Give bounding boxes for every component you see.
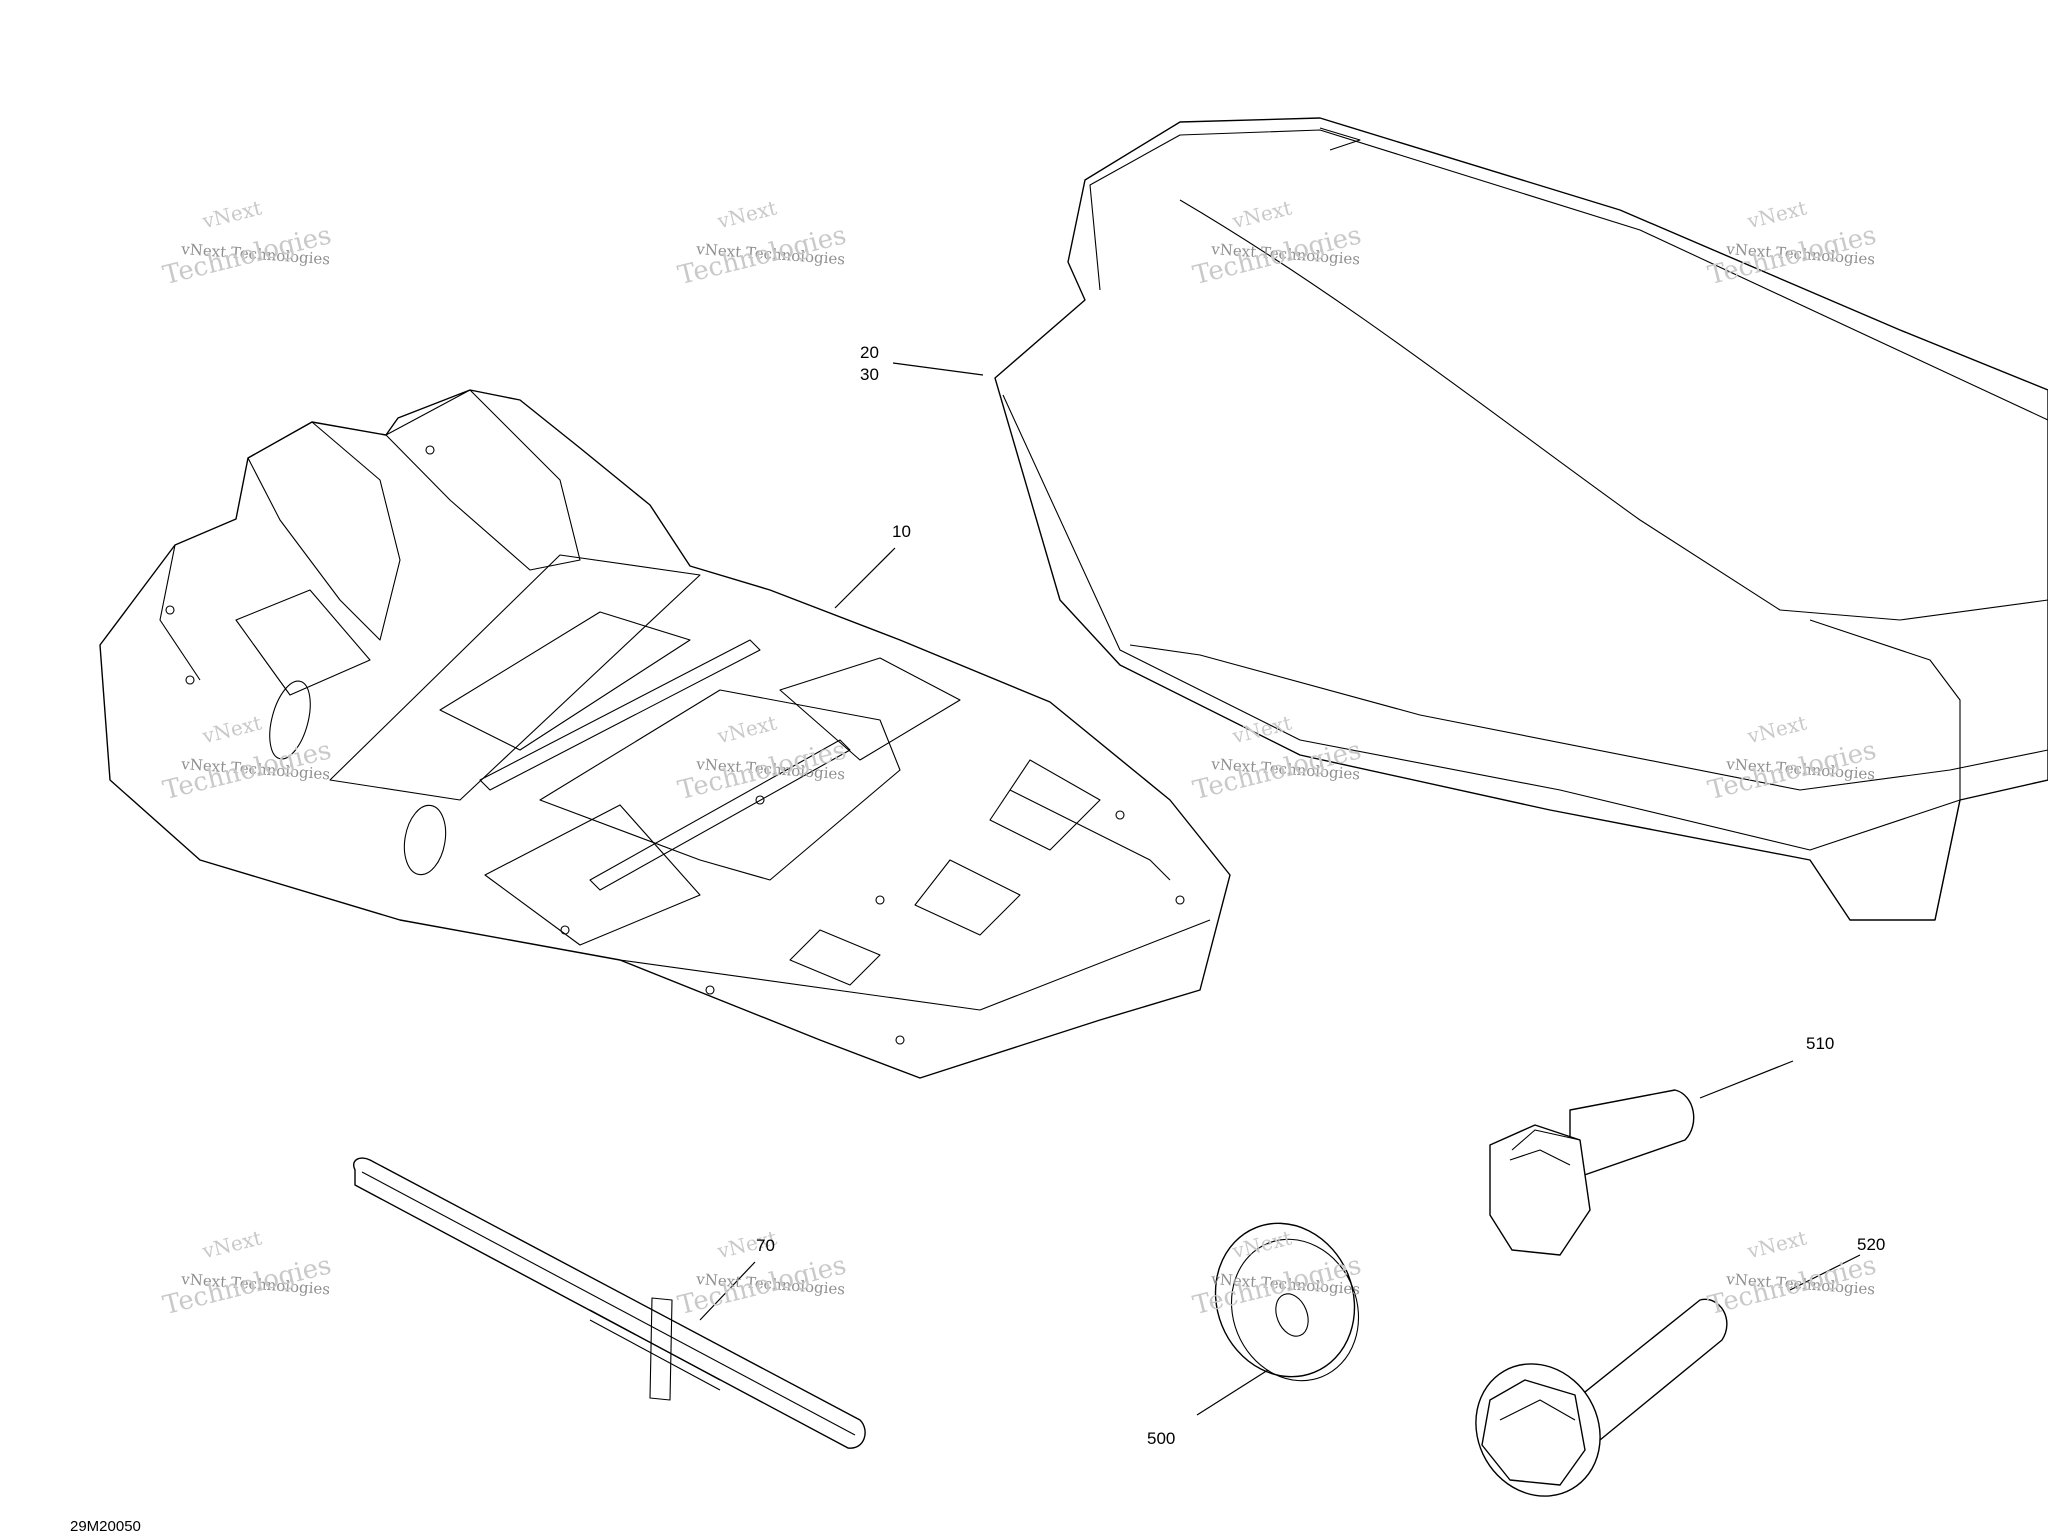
callout-30-text: 30 [860,365,879,384]
watermark-line-3: Technologies [1705,735,1880,807]
watermark: vNext vNext Technologies Technologies [160,1225,370,1330]
callout-20-text: 20 [860,343,879,362]
callout-520: 520 [1857,1234,1885,1256]
leader-lines [699,362,1861,1416]
watermark: vNext vNext Technologies Technologies [160,195,370,300]
watermark-line-3: Technologies [675,220,850,292]
callout-70-text: 70 [756,1236,775,1255]
washer-part [1214,1222,1360,1382]
watermark: vNext vNext Technologies Technologies [160,710,370,815]
watermark-line-3: Technologies [1190,220,1365,292]
watermark-line-3: Technologies [160,1250,335,1322]
watermark: vNext vNext Technologies Technologies [675,1225,885,1330]
strap-part [353,1157,866,1449]
seat-base-part [99,389,1231,1079]
watermark: vNext vNext Technologies Technologies [675,195,885,300]
watermark-line-3: Technologies [1705,1250,1880,1322]
watermark-line-3: Technologies [160,735,335,807]
callout-20-30: 20 30 [860,342,879,386]
watermark: vNext vNext Technologies Technologies [675,710,885,815]
drawing-number: 29M20050 [70,1518,141,1535]
watermark: vNext vNext Technologies Technologies [1190,195,1400,300]
callout-70: 70 [756,1235,775,1257]
watermark-line-3: Technologies [675,1250,850,1322]
callout-500: 500 [1147,1428,1175,1450]
callout-10: 10 [892,521,911,543]
callout-500-text: 500 [1147,1429,1176,1448]
watermark: vNext vNext Technologies Technologies [1190,710,1400,815]
watermark: vNext vNext Technologies Technologies [1705,710,1915,815]
hex-bolt-part [1489,1089,1695,1256]
callout-10-text: 10 [892,522,911,541]
callout-520-text: 520 [1857,1235,1886,1254]
watermark: vNext vNext Technologies Technologies [1190,1225,1400,1330]
watermark-line-3: Technologies [1190,1250,1365,1322]
callout-510: 510 [1806,1033,1834,1055]
watermark-line-3: Technologies [160,220,335,292]
watermark-line-3: Technologies [1190,735,1365,807]
callout-510-text: 510 [1806,1034,1835,1053]
seat-cushion-part [994,117,2048,921]
watermark: vNext vNext Technologies Technologies [1705,195,1915,300]
flange-bolt-part [1475,1298,1728,1497]
watermark-line-3: Technologies [1705,220,1880,292]
watermark-line-3: Technologies [675,735,850,807]
